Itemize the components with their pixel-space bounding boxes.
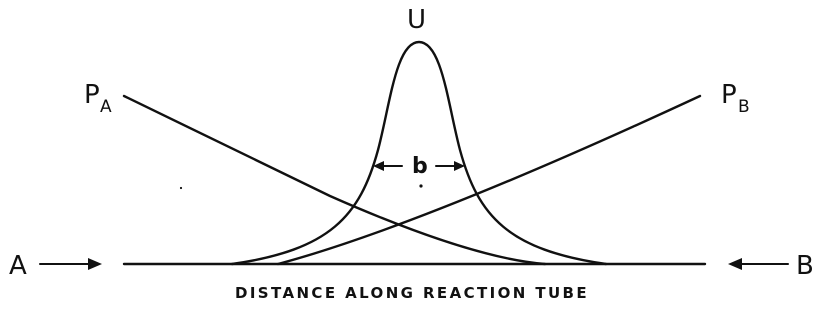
line-pa <box>122 94 547 266</box>
line-pa-subscript: A <box>100 97 112 117</box>
line-pb-subscript: B <box>738 97 750 117</box>
arrow-left-icon <box>373 161 384 171</box>
width-label: b <box>412 154 428 179</box>
end-right-label: B <box>796 251 814 281</box>
axis-caption: DISTANCE ALONG REACTION TUBE <box>235 284 589 302</box>
line-pa-label: P <box>84 80 100 110</box>
width-marker <box>179 161 465 190</box>
arrow-left-icon <box>728 258 742 270</box>
peak-curve <box>230 40 608 266</box>
arrow-right-icon <box>454 161 465 171</box>
stray-dot <box>179 186 183 190</box>
line-pb <box>276 94 702 266</box>
center-dot <box>419 184 423 188</box>
arrow-right-icon <box>88 258 102 270</box>
end-left-label: A <box>9 251 27 281</box>
inflow-arrow-b <box>728 258 789 270</box>
line-pb-label: P <box>721 80 737 110</box>
peak-label: U <box>407 5 426 35</box>
inflow-arrow-a <box>39 258 102 270</box>
